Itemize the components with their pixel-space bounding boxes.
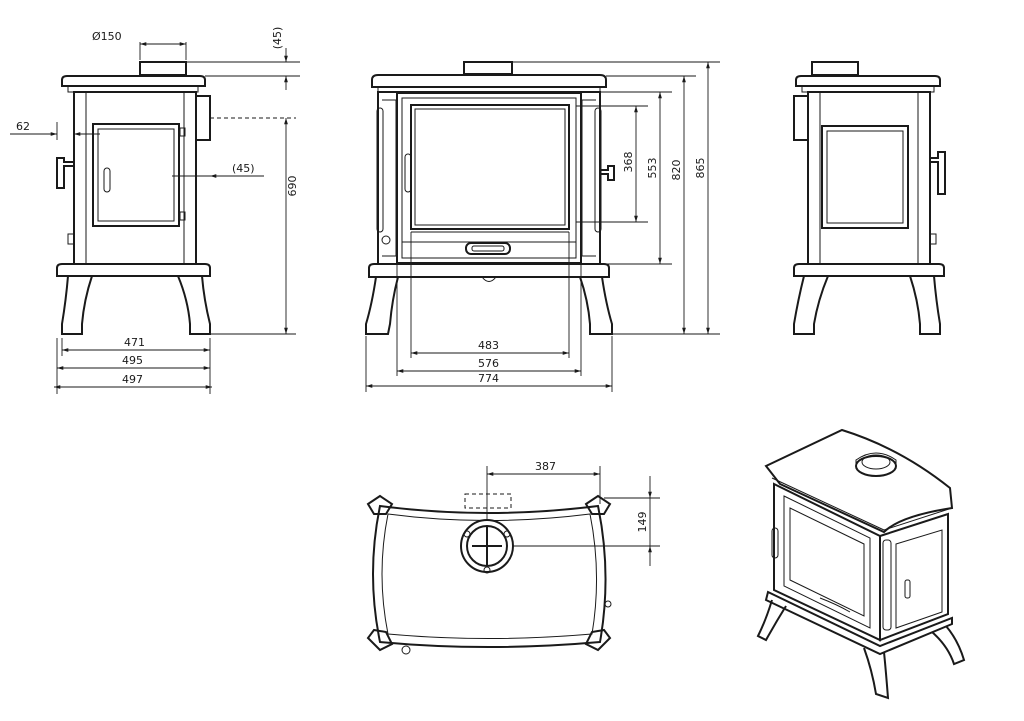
dim-side-rear-offset: 62	[16, 120, 30, 133]
rear-leg	[177, 275, 211, 335]
side-panel	[821, 125, 909, 229]
ash-lip-handle	[465, 242, 511, 255]
base-plinth	[56, 263, 211, 277]
side-view-left: Ø150 (45) 62 (45) 690 471 495 497	[10, 27, 300, 394]
dim-door-width: 576	[478, 357, 499, 370]
dim-top-flue-x: 387	[535, 460, 556, 473]
iso-side-door	[895, 529, 943, 629]
top-view: 387 149	[366, 460, 660, 655]
dim-height-total: 865	[694, 158, 707, 179]
dim-depth-body: 495	[122, 354, 143, 367]
dim-door-height: 553	[646, 158, 659, 179]
top-outline	[372, 504, 607, 648]
side-lever	[600, 165, 615, 181]
flue-collar	[811, 61, 859, 76]
top-plate	[61, 75, 206, 87]
iso-base	[764, 590, 953, 656]
rear-shield	[195, 95, 211, 141]
glass-window	[410, 104, 570, 230]
dim-flue-height-side: 690	[286, 176, 299, 197]
dim-width-total: 774	[478, 372, 499, 385]
iso-glass	[789, 507, 865, 617]
dim-flue-diameter: Ø150	[92, 30, 122, 43]
base-plinth	[368, 263, 610, 278]
iso-flue	[855, 455, 897, 477]
dim-flue-offset-side: (45)	[232, 162, 255, 175]
corner-post	[584, 494, 612, 515]
front-leg	[909, 275, 941, 335]
dim-depth-feet: 471	[124, 336, 145, 349]
flue-collar	[463, 61, 513, 75]
isometric-view	[756, 428, 966, 700]
iso-leg	[863, 647, 890, 700]
rear-leg	[793, 275, 829, 335]
stove-body	[807, 91, 931, 265]
dim-glass-height: 368	[622, 152, 635, 173]
corner-post	[584, 628, 612, 652]
flue-collar	[139, 61, 187, 76]
base-plinth	[793, 263, 945, 277]
side-door	[92, 123, 180, 227]
side-view-right	[793, 61, 946, 335]
corner-post	[366, 494, 394, 515]
front-view: 368 553 820 865 483 576 774	[365, 61, 720, 392]
dim-body-height: 820	[670, 160, 683, 181]
top-plate	[795, 75, 941, 87]
iso-side-face	[879, 512, 949, 642]
iso-top	[764, 428, 954, 534]
air-control-lever	[930, 151, 946, 195]
iso-leg	[931, 625, 966, 666]
air-control-lever	[56, 157, 74, 189]
flue-hidden	[464, 493, 512, 509]
dim-top-flue-y: 149	[636, 512, 649, 533]
top-plate	[371, 74, 607, 88]
rear-shield	[793, 95, 809, 141]
door-handle	[103, 167, 111, 193]
iso-leg	[756, 599, 787, 642]
front-door	[396, 92, 582, 264]
front-leg-left	[365, 276, 399, 335]
dim-glass-width: 483	[478, 339, 499, 352]
corner-post	[366, 628, 394, 652]
front-leg-right	[579, 276, 613, 335]
dim-flue-offset-top: (45)	[271, 27, 284, 50]
front-leg	[61, 275, 93, 335]
door-handle	[404, 153, 412, 193]
dim-depth-total: 497	[122, 373, 143, 386]
